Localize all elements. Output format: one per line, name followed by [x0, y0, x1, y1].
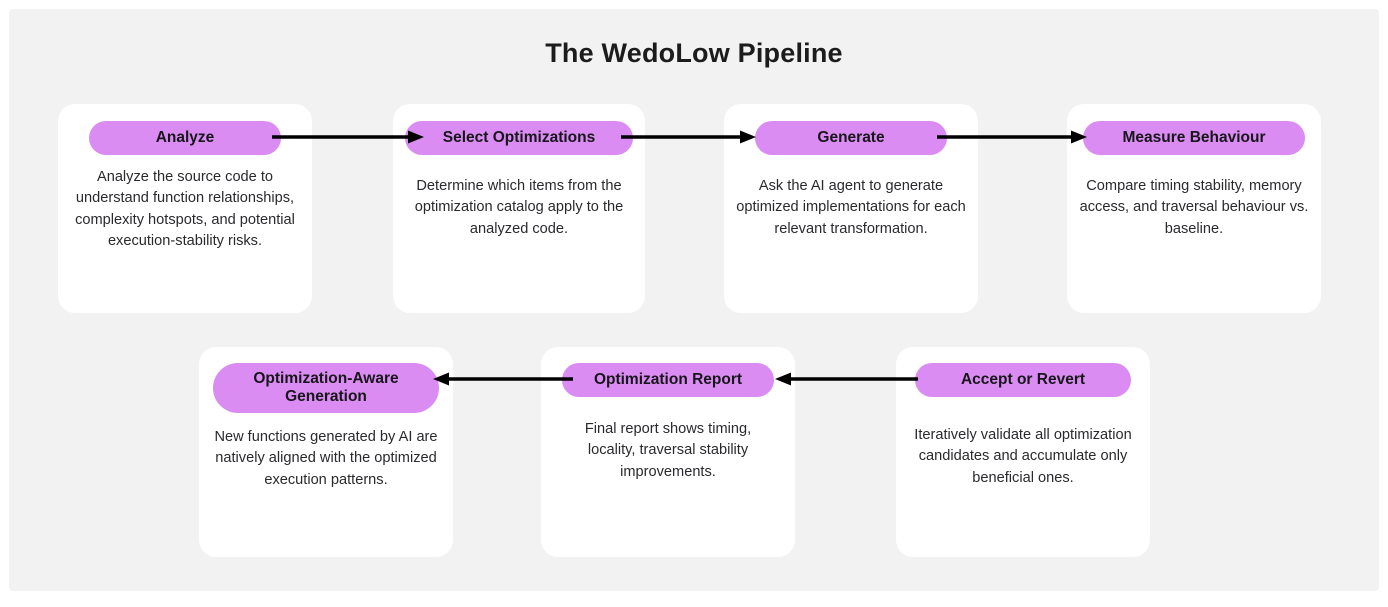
card-optimization-aware-generation-title: Optimization-Aware Generation	[253, 370, 399, 405]
card-generate[interactable]: Generate Ask the AI agent to generate op…	[724, 104, 978, 313]
page-title: The WedoLow Pipeline	[545, 38, 843, 68]
card-select-optimizations-title-pill[interactable]: Select Optimizations	[405, 121, 633, 155]
card-analyze-title-pill[interactable]: Analyze	[89, 121, 281, 155]
card-generate-description: Ask the AI agent to generate optimized i…	[736, 178, 966, 237]
card-optimization-aware-generation-description: New functions generated by AI are native…	[214, 429, 438, 488]
card-measure-behaviour-title: Measure Behaviour	[1122, 129, 1266, 147]
card-analyze[interactable]: Analyze Analyze the source code to under…	[58, 104, 312, 313]
connector-report-to-generation	[433, 368, 573, 390]
connector-select-to-generate	[621, 126, 756, 148]
card-measure-behaviour-title-pill[interactable]: Measure Behaviour	[1083, 121, 1305, 155]
card-accept-or-revert[interactable]: Accept or Revert Iteratively validate al…	[896, 347, 1150, 557]
card-select-optimizations-title: Select Optimizations	[442, 129, 596, 147]
connector-accept-to-report	[775, 368, 918, 390]
connector-analyze-to-select	[272, 126, 424, 148]
card-accept-or-revert-title: Accept or Revert	[960, 371, 1086, 389]
card-generate-title: Generate	[817, 129, 885, 147]
card-analyze-title: Analyze	[155, 129, 215, 147]
connector-generate-to-measure	[937, 126, 1087, 148]
card-optimization-aware-generation-title-pill[interactable]: Optimization-Aware Generation	[213, 363, 439, 413]
card-select-optimizations-description: Determine which items from the optimizat…	[414, 178, 624, 237]
card-optimization-report-description: Final report shows timing, locality, tra…	[584, 421, 752, 480]
card-optimization-report-title-pill[interactable]: Optimization Report	[562, 363, 774, 397]
card-accept-or-revert-description: Iteratively validate all optimization ca…	[914, 427, 1132, 486]
card-analyze-description: Analyze the source code to understand fu…	[75, 169, 295, 249]
card-generate-title-pill[interactable]: Generate	[755, 121, 947, 155]
card-accept-or-revert-title-pill[interactable]: Accept or Revert	[915, 363, 1131, 397]
card-optimization-report[interactable]: Optimization Report Final report shows t…	[541, 347, 795, 557]
card-measure-behaviour[interactable]: Measure Behaviour Compare timing stabili…	[1067, 104, 1321, 313]
card-optimization-aware-generation[interactable]: Optimization-Aware Generation New functi…	[199, 347, 453, 557]
card-select-optimizations[interactable]: Select Optimizations Determine which ite…	[393, 104, 645, 313]
card-optimization-report-title: Optimization Report	[593, 371, 743, 389]
card-measure-behaviour-description: Compare timing stability, memory access,…	[1079, 178, 1309, 237]
